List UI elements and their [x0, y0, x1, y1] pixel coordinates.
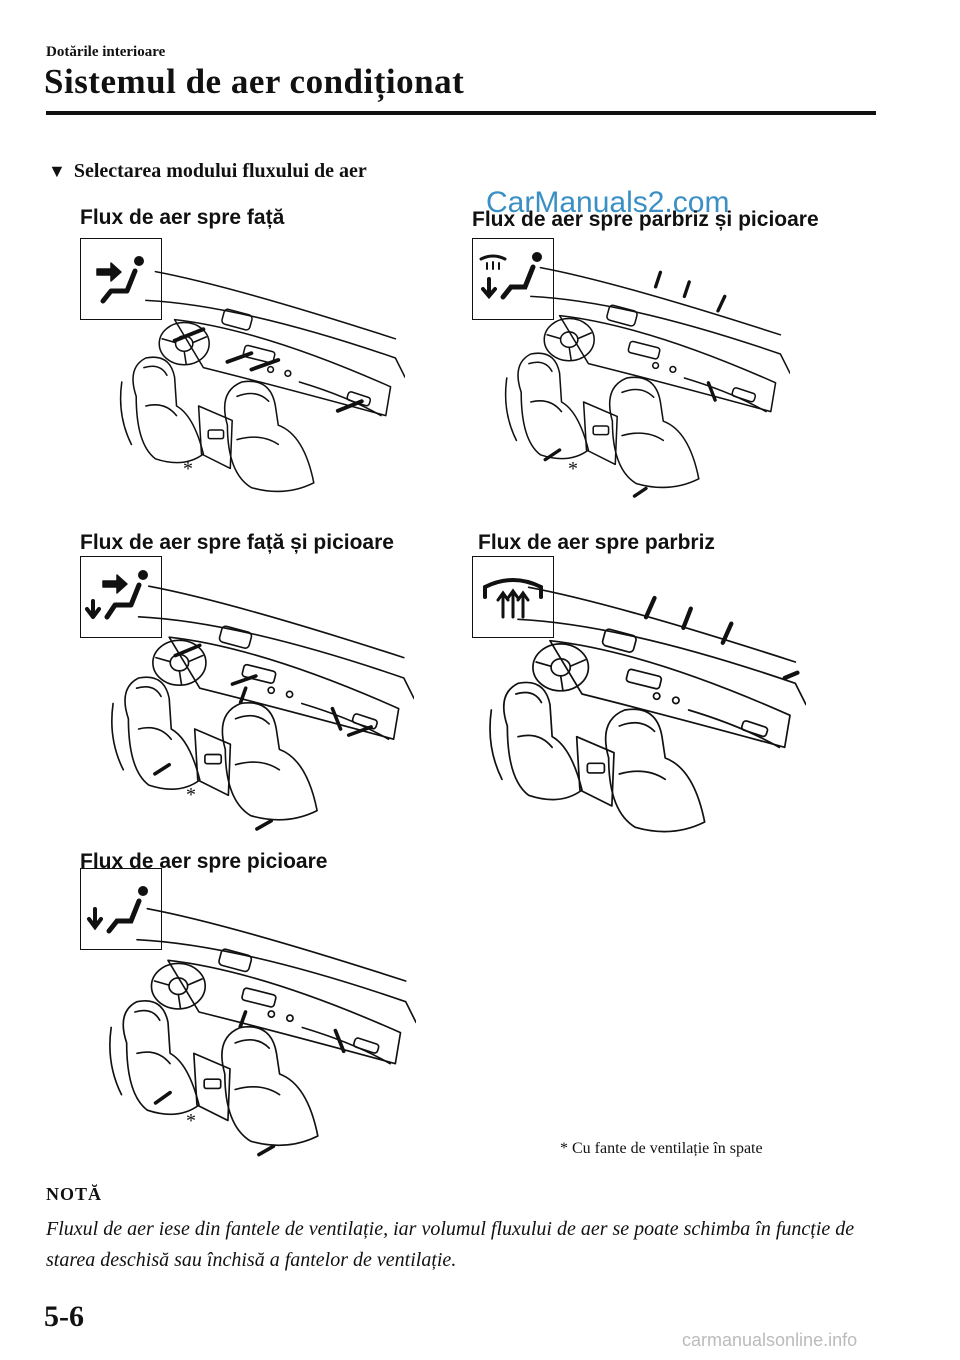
triangle-bullet-icon: ▼: [48, 161, 66, 181]
windshield-defrost-icon: [472, 556, 554, 638]
illustration-defrost: [486, 575, 806, 845]
section-label: Dotările interioare: [46, 44, 166, 60]
asterisk-marker: *: [186, 1110, 196, 1132]
footnote: * Cu fante de ventilație în spate: [560, 1140, 763, 1157]
bi-level-icon: [80, 556, 162, 638]
title-divider: [46, 111, 876, 115]
illustration-defrost-floor: [486, 258, 806, 498]
illustration-bi-level: [106, 576, 416, 831]
mode-label-defrost: Flux de aer spre parbriz: [478, 531, 715, 554]
subheading-text: Selectarea modului fluxului de aer: [73, 160, 367, 182]
illustration-floor: [106, 895, 416, 1160]
mode-label-bi-level: Flux de aer spre față și picioare: [80, 531, 394, 554]
asterisk-marker: *: [186, 784, 196, 806]
mode-label-floor: Flux de aer spre picioare: [80, 850, 328, 873]
note-text: Fluxul de aer iese din fantele de ventil…: [46, 1218, 855, 1271]
page-number: 5-6: [44, 1300, 84, 1333]
watermark: CarManuals2.com: [486, 186, 730, 219]
site-watermark: carmanualsonline.info: [682, 1330, 858, 1350]
note-title: NOTĂ: [46, 1184, 103, 1204]
subheading: ▼ Selectarea modului fluxului de aer: [48, 160, 367, 183]
vent-face-icon: [80, 238, 162, 320]
asterisk-marker: *: [568, 458, 578, 480]
mode-label-face: Flux de aer spre față: [80, 206, 285, 229]
asterisk-marker: *: [183, 458, 193, 480]
page-title: Sistemul de aer condiționat: [44, 62, 465, 101]
mode-label-defrost-floor: Flux de aer spre parbriz și picioare: [472, 208, 819, 231]
illustration-face: [106, 262, 416, 502]
defrost-floor-icon: [472, 238, 554, 320]
